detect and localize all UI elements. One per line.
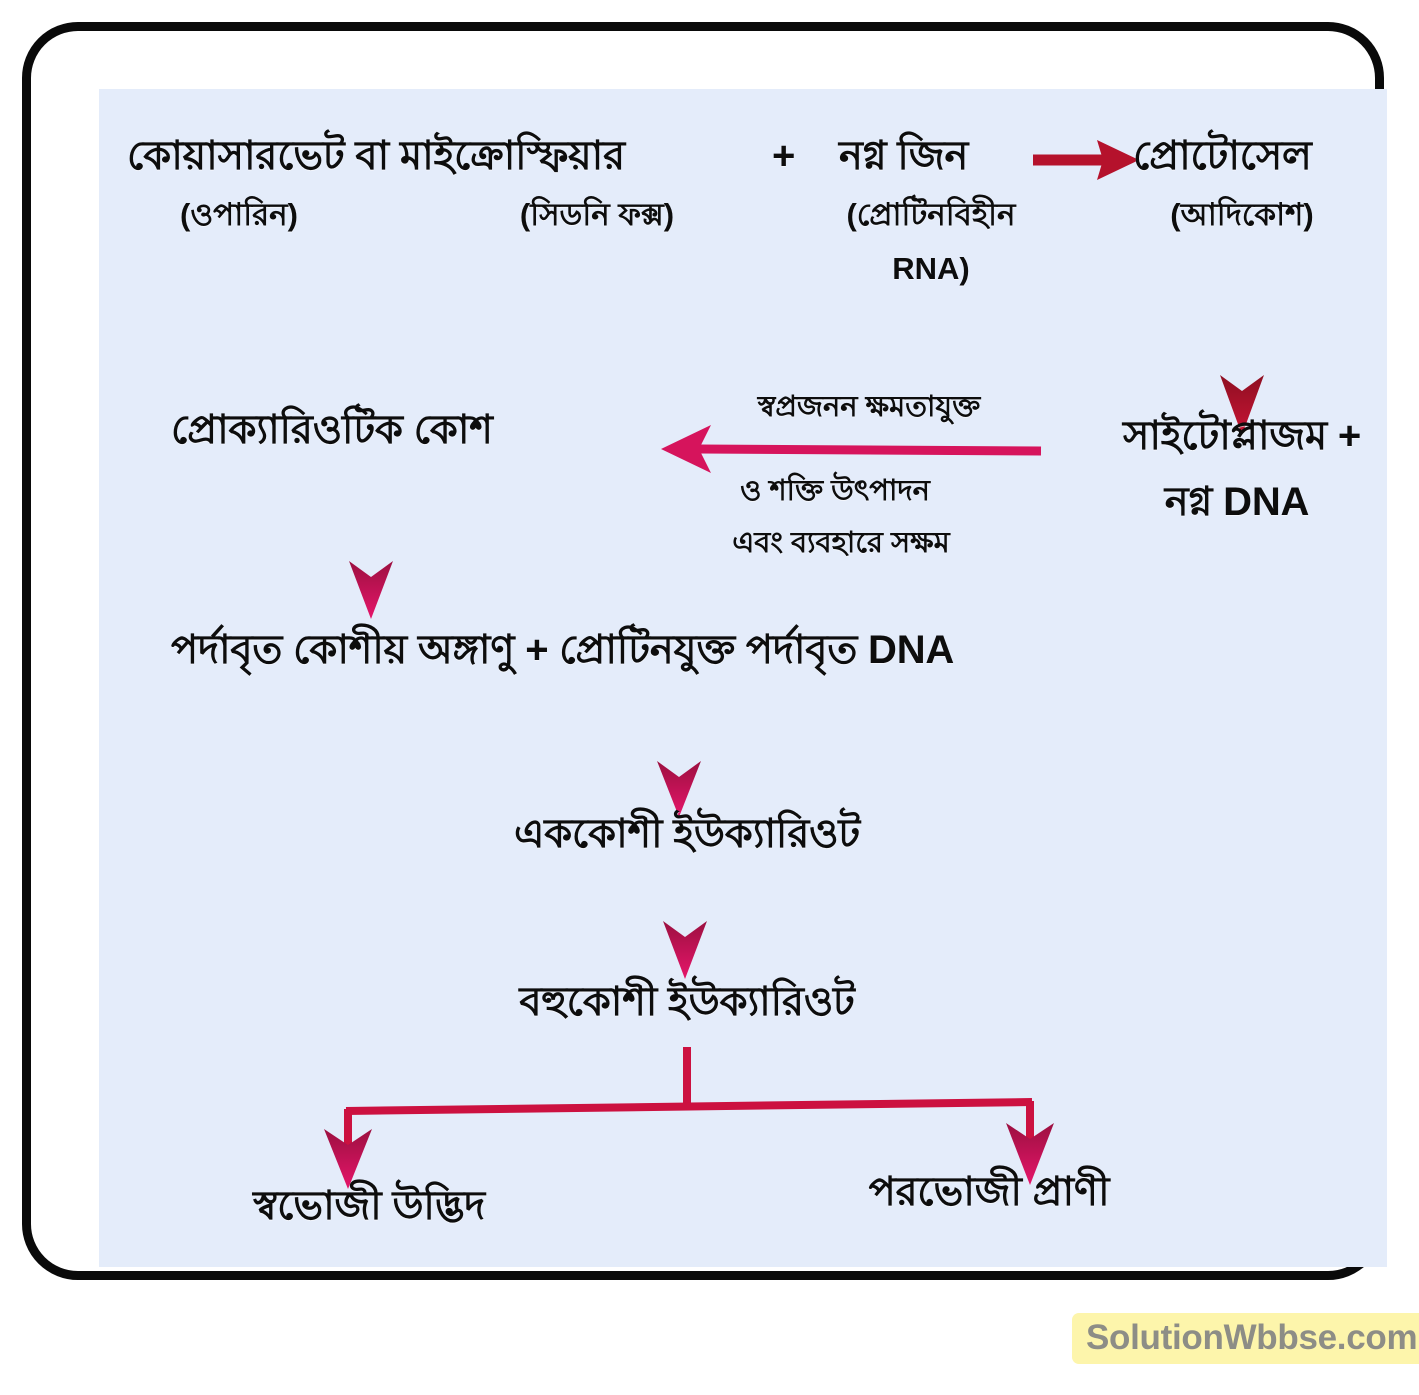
node-cytoplasm-naked-dna-line1: সাইটোপ্লাজম + xyxy=(1122,414,1362,458)
annotation-self-replication-line2: ও শক্তি উৎপাদন xyxy=(740,475,930,507)
node-naked-gene-sub-line1: (প্রোটিনবিহীন xyxy=(846,197,1016,232)
node-unicellular-eukaryote: এককোশী ইউক্যারিওট xyxy=(514,812,860,856)
arrow-prokaryote-to-organelles xyxy=(349,481,393,619)
arrow-organelles-to-unicellular xyxy=(657,711,701,817)
diagram-panel: কোয়াসারভেট বা মাইক্রোস্ফিয়ার (ওপারিন) … xyxy=(99,89,1387,1267)
arrow-unicellular-to-multicellular xyxy=(663,869,707,979)
annotation-self-replication-line3: এবং ব্যবহারে সক্ষম xyxy=(732,527,950,559)
annotation-self-replication-line1: স্বপ্রজনন ক্ষমতাযুক্ত xyxy=(757,391,981,423)
node-multicellular-eukaryote: বহুকোশী ইউক্যারিওট xyxy=(519,980,855,1024)
node-protocell: প্রোটোসেল xyxy=(1133,134,1312,178)
arrow-to-protocell xyxy=(1033,140,1139,180)
node-membrane-bound-organelles: পর্দাবৃত কোশীয় অঙ্গাণু + প্রোটিনযুক্ত প… xyxy=(171,628,955,672)
node-naked-gene: নগ্ন জিন xyxy=(839,134,969,178)
node-plus-operator-1: + xyxy=(772,134,796,178)
node-autotroph-plant: স্বভোজী উদ্ভিদ xyxy=(253,1184,485,1228)
node-protocell-sub: (আদিকোশ) xyxy=(1170,197,1314,232)
watermark-solutionwbbse: SolutionWbbse.com xyxy=(1072,1313,1419,1364)
node-heterotroph-animal: পরভোজী প্রাণী xyxy=(868,1170,1110,1214)
diagram-frame: কোয়াসারভেট বা মাইক্রোস্ফিয়ার (ওপারিন) … xyxy=(22,22,1387,1280)
arrow-to-prokaryotic-cell xyxy=(661,425,1042,473)
node-coacervate-sub-oparin: (ওপারিন) xyxy=(180,197,298,232)
arrow-layer xyxy=(324,140,1264,1189)
node-cytoplasm-naked-dna-line2: নগ্ন DNA xyxy=(1164,480,1310,524)
node-naked-gene-sub-line2: RNA) xyxy=(892,251,970,286)
branch-multicellular-to-kingdoms xyxy=(324,1047,1054,1189)
node-prokaryotic-cell: প্রোক্যারিওটিক কোশ xyxy=(171,408,493,452)
node-coacervate: কোয়াসারভেট বা মাইক্রোস্ফিয়ার xyxy=(127,134,625,178)
node-coacervate-sub-sidney-fox: (সিডনি ফক্স) xyxy=(519,197,675,232)
